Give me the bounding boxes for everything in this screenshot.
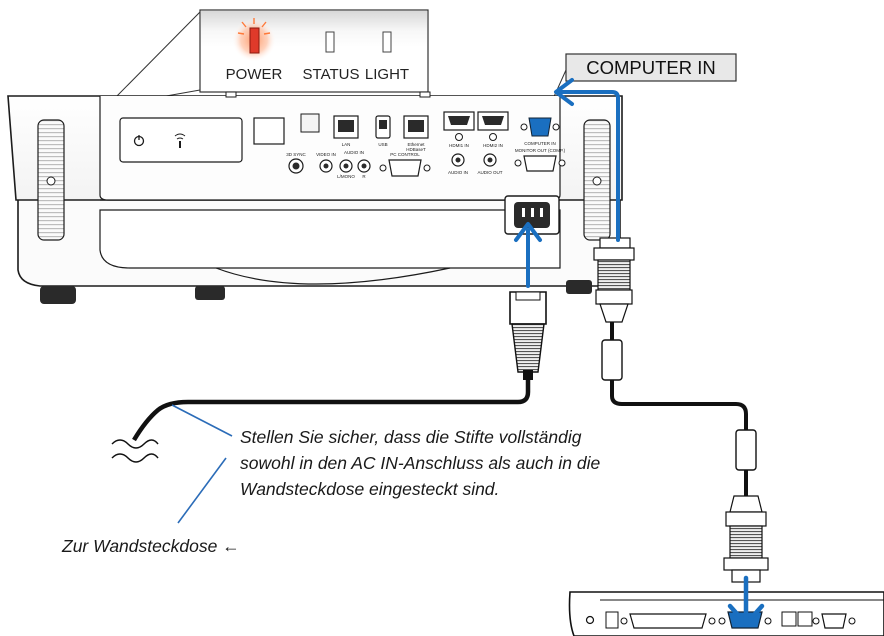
audio-in-lr-ports: AUDIO IN L/MONO R: [337, 150, 371, 179]
computer-in-port-label: COMPUTER IN: [524, 141, 556, 146]
indicator-panel-callout: POWER STATUS LIGHT: [114, 9, 429, 99]
audio-in-2-label: AUDIO IN: [448, 170, 468, 175]
ac-in-socket: [504, 195, 560, 235]
projector: LAN USB Ethernet HDBaseT HDMI1 IN HDMI2 …: [7, 91, 623, 304]
wifi-icon: [174, 133, 186, 148]
instruction-line-1: Stellen Sie sicher, dass die Stifte voll…: [240, 427, 582, 447]
video-in-port: VIDEO IN: [316, 152, 336, 173]
blank-port: [253, 117, 285, 145]
computer: [568, 591, 884, 636]
light-led: [382, 31, 392, 53]
usb-port: USB: [375, 115, 391, 147]
hdmi2-label: HDMI2 IN: [483, 143, 503, 148]
pc-control-label: PC CONTROL: [390, 152, 420, 157]
pc-control-port: PC CONTROL: [379, 152, 431, 177]
ferrite-core-top: [601, 339, 623, 381]
audio-out-port: AUDIO OUT: [477, 153, 503, 175]
instruction-line-2: sowohl in den AC IN-Anschluss als auch i…: [240, 453, 600, 473]
ethernet-label: Ethernet: [407, 142, 425, 147]
instruction-callout: Stellen Sie sicher, dass die Stifte voll…: [61, 404, 600, 556]
lan-port-icon: [338, 120, 354, 132]
vga-connector-projector: [593, 237, 635, 323]
foot-right: [566, 280, 592, 294]
hdmi2-port: HDMI2 IN: [477, 111, 509, 148]
audio-out-label: AUDIO OUT: [477, 170, 502, 175]
power-cable: [132, 291, 547, 442]
monitor-out-port: MONITOR OUT (COMP.): [514, 148, 566, 172]
arrow-vga-to-projector: [558, 90, 620, 242]
monitor-out-label: MONITOR OUT (COMP.): [515, 148, 566, 153]
instruction-line-3: Wandsteckdose eingesteckt sind.: [240, 479, 499, 499]
hdmi1-label: HDMI1 IN: [449, 143, 469, 148]
foot-middle: [195, 286, 225, 300]
usb-label: USB: [378, 142, 387, 147]
audio-in-l-label: L/MONO: [337, 174, 355, 179]
audio-in-label: AUDIO IN: [344, 150, 364, 155]
sync-3d-label: 3D SYNC: [286, 152, 306, 157]
wall-outlet-label: Zur Wandsteckdose ←: [61, 536, 240, 556]
light-label: LIGHT: [365, 66, 409, 83]
sync-3d-port: 3D SYNC: [286, 152, 306, 174]
video-in-label: VIDEO IN: [316, 152, 336, 157]
vga-cable: [593, 237, 769, 583]
parallel-port: [629, 613, 707, 629]
projector-base-panel: [99, 209, 561, 269]
connection-arrows: [514, 78, 765, 627]
instruction-leader-line: [171, 404, 233, 437]
magnifier-line-left: [114, 11, 201, 99]
wireless-module-cover: [119, 117, 243, 163]
audio-in-r-label: R: [362, 174, 366, 179]
computer-in-label: COMPUTER IN: [586, 57, 716, 78]
vga-connector-computer: [723, 495, 769, 583]
vga-port-icon: [528, 117, 552, 137]
status-led: [325, 31, 335, 53]
power-plug: [509, 291, 547, 380]
computer-in-callout: COMPUTER IN: [547, 53, 737, 111]
hdmi-port-icon: [448, 116, 470, 125]
wall-outlet-leader-line: [177, 457, 227, 524]
ac-wave-symbol: [111, 439, 159, 463]
status-label: STATUS: [303, 66, 360, 83]
projector-front-curve: [215, 267, 451, 285]
audio-in-port-2: AUDIO IN: [448, 153, 468, 175]
ethernet-hdbaset-port: Ethernet HDBaseT: [403, 115, 429, 152]
power-led: [249, 27, 260, 54]
hdmi1-port: HDMI1 IN: [443, 111, 475, 148]
lan-label: LAN: [342, 142, 351, 147]
power-led-burst: [237, 18, 271, 35]
ferrite-core-bottom: [735, 429, 757, 471]
computer-in-label-box: [565, 53, 737, 82]
foot-left: [40, 286, 76, 304]
security-slot: [300, 113, 320, 133]
power-label: POWER: [226, 66, 283, 83]
lan-port: LAN: [333, 115, 359, 147]
computer-in-port: COMPUTER IN: [520, 117, 560, 146]
hdbaset-label: HDBaseT: [406, 147, 426, 152]
